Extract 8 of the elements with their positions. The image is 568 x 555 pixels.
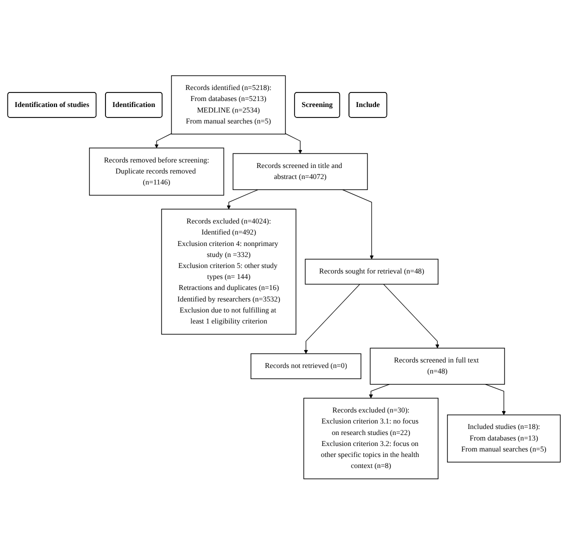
arrow (154, 134, 172, 148)
arrow (485, 384, 506, 416)
arrow (304, 284, 360, 354)
arrow (383, 284, 440, 349)
arrow (226, 190, 258, 210)
arrow (342, 190, 374, 260)
arrow (285, 134, 302, 154)
arrow (368, 384, 390, 399)
